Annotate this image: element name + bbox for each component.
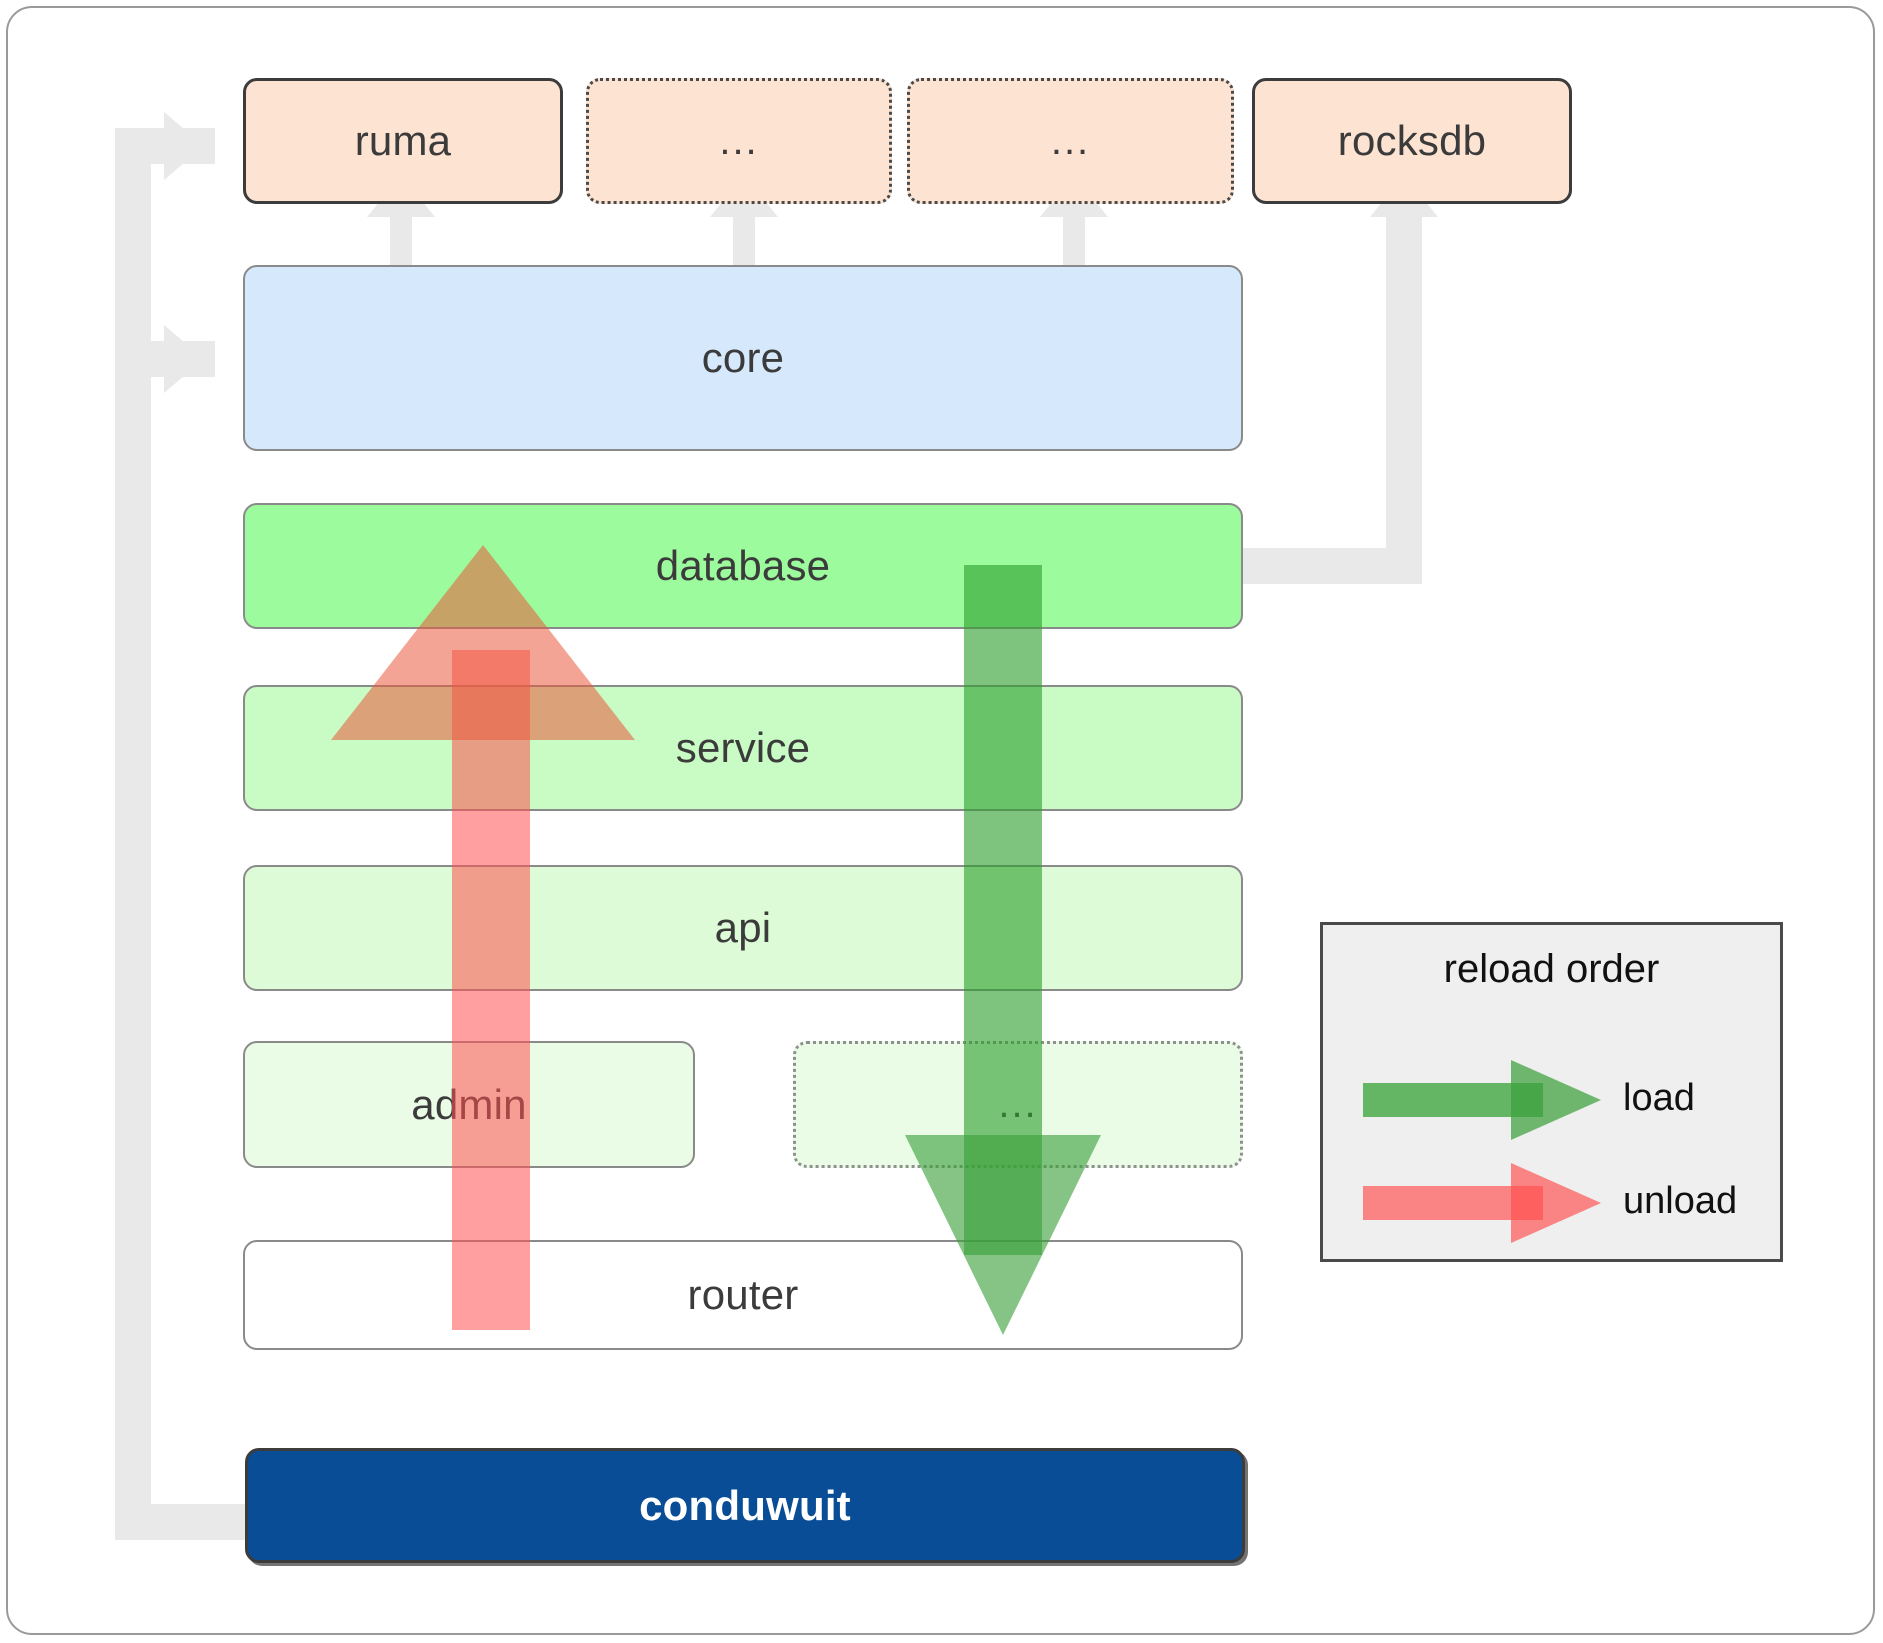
- node-conduwuit-label: conduwuit: [639, 1481, 851, 1529]
- legend-load-label: load: [1623, 1077, 1695, 1119]
- connector-database-to-rocksdb-vertical: [1386, 214, 1422, 584]
- connector-core-to-ruma-stem: [390, 214, 412, 270]
- node-api-label: api: [714, 904, 772, 951]
- connector-core-to-ext1-stem: [733, 214, 755, 270]
- connector-arrow-ruma-icon: [164, 112, 204, 180]
- unload-arrow-head-icon: [331, 545, 635, 740]
- legend-unload-arrow-icon: [1511, 1163, 1601, 1243]
- legend-title: reload order: [1443, 947, 1660, 991]
- legend-panel: reload order load unload: [1320, 922, 1783, 1262]
- node-api[interactable]: api: [243, 865, 1243, 991]
- node-external-2-label: ...: [1050, 118, 1091, 163]
- connector-core-to-ext2-stem: [1063, 214, 1085, 270]
- node-database-label: database: [655, 542, 831, 589]
- node-external-1[interactable]: ...: [586, 78, 892, 204]
- load-arrow-head-icon: [905, 1135, 1101, 1335]
- legend-row-unload: unload: [1323, 1158, 1780, 1248]
- node-router-label: router: [687, 1271, 799, 1318]
- legend-row-load: load: [1323, 1055, 1780, 1145]
- legend-load-arrow-icon: [1511, 1060, 1601, 1140]
- node-service-label: service: [675, 724, 811, 771]
- node-rocksdb[interactable]: rocksdb: [1252, 78, 1572, 204]
- diagram-frame: [6, 6, 1875, 1635]
- unload-arrow-shaft: [452, 650, 530, 1330]
- node-conduwuit[interactable]: conduwuit: [245, 1448, 1245, 1563]
- node-external-1-label: ...: [719, 118, 759, 163]
- connector-trunk-vertical: [115, 128, 151, 1540]
- node-core-label: core: [701, 334, 785, 381]
- connector-arrow-core-icon: [164, 325, 204, 393]
- node-core[interactable]: core: [243, 265, 1243, 451]
- node-rocksdb-label: rocksdb: [1337, 117, 1487, 164]
- legend-unload-label: unload: [1623, 1180, 1738, 1222]
- node-ruma-label: ruma: [354, 117, 452, 164]
- node-external-2[interactable]: ...: [907, 78, 1234, 204]
- node-ruma[interactable]: ruma: [243, 78, 563, 204]
